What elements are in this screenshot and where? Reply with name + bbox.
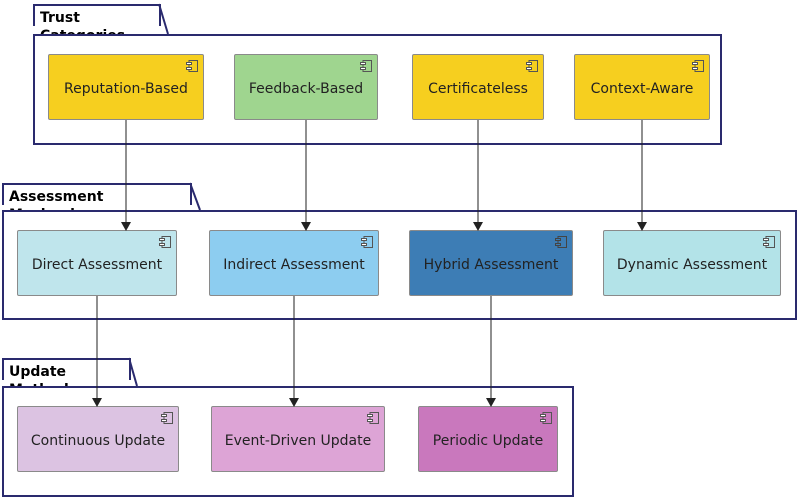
component-label: Context-Aware bbox=[590, 81, 694, 97]
component-label: Event-Driven Update bbox=[224, 433, 372, 449]
component-indirect-assessment[interactable]: Indirect Assessment bbox=[209, 230, 379, 296]
component-continuous-update[interactable]: Continuous Update bbox=[17, 406, 179, 472]
package-tab-assessment-mechanisms: Assessment Mechanisms bbox=[2, 183, 192, 223]
component-label: Indirect Assessment bbox=[223, 257, 365, 273]
component-dynamic-assessment[interactable]: Dynamic Assessment bbox=[603, 230, 781, 296]
component-icon bbox=[763, 236, 775, 248]
component-icon bbox=[540, 412, 552, 424]
component-feedback-based[interactable]: Feedback-Based bbox=[234, 54, 378, 120]
component-event-driven-update[interactable]: Event-Driven Update bbox=[211, 406, 385, 472]
component-periodic-update[interactable]: Periodic Update bbox=[418, 406, 558, 472]
component-icon bbox=[361, 236, 373, 248]
component-label: Direct Assessment bbox=[31, 257, 163, 273]
component-label: Hybrid Assessment bbox=[423, 257, 559, 273]
component-label: Certificateless bbox=[428, 81, 528, 97]
component-label: Feedback-Based bbox=[248, 81, 364, 97]
component-label: Dynamic Assessment bbox=[616, 257, 768, 273]
component-icon bbox=[186, 60, 198, 72]
component-icon bbox=[692, 60, 704, 72]
component-icon bbox=[367, 412, 379, 424]
component-context-aware[interactable]: Context-Aware bbox=[574, 54, 710, 120]
component-icon bbox=[159, 236, 171, 248]
component-icon bbox=[555, 236, 567, 248]
component-certificateless[interactable]: Certificateless bbox=[412, 54, 544, 120]
component-direct-assessment[interactable]: Direct Assessment bbox=[17, 230, 177, 296]
component-hybrid-assessment[interactable]: Hybrid Assessment bbox=[409, 230, 573, 296]
package-tab-update-methods: Update Methods bbox=[2, 358, 131, 398]
package-tab-trust-categories: Trust Categories bbox=[33, 4, 161, 44]
component-label: Reputation-Based bbox=[64, 81, 188, 97]
component-icon bbox=[360, 60, 372, 72]
component-icon bbox=[526, 60, 538, 72]
component-icon bbox=[161, 412, 173, 424]
component-reputation-based[interactable]: Reputation-Based bbox=[48, 54, 204, 120]
component-label: Continuous Update bbox=[30, 433, 166, 449]
component-label: Periodic Update bbox=[432, 433, 544, 449]
